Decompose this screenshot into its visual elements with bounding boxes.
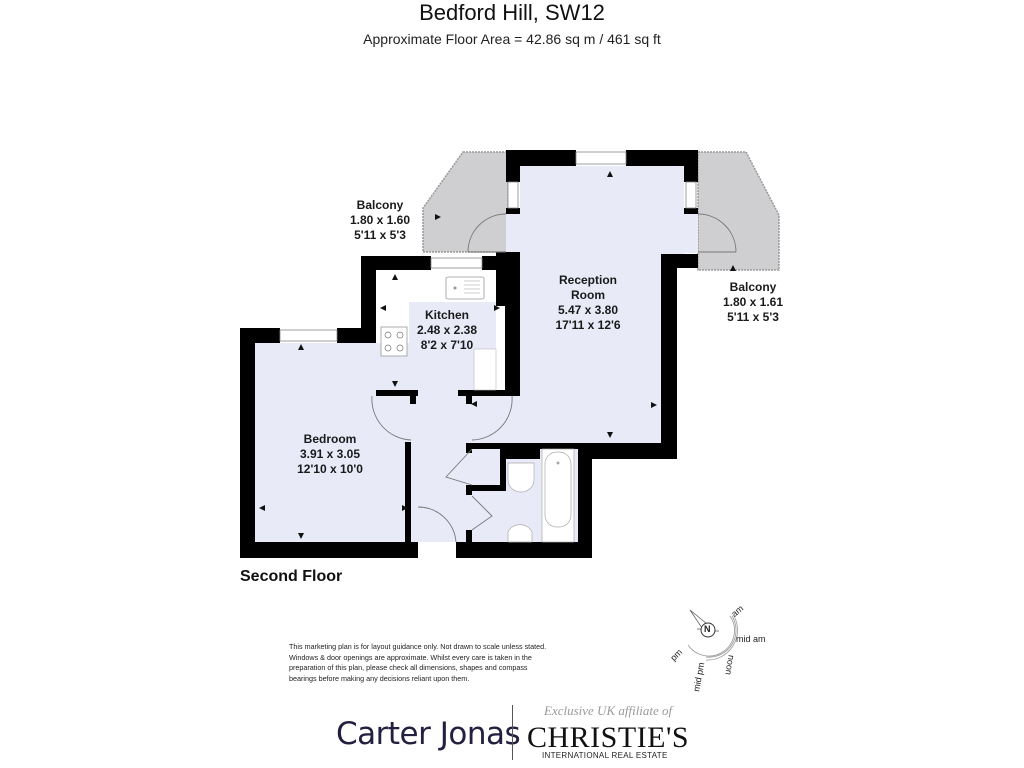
room-imperial: 8'2 x 7'10: [420, 338, 474, 352]
room-metric: 3.91 x 3.05: [299, 447, 361, 461]
bedroom-label: Bedroom 3.91 x 3.05 12'10 x 10'0: [280, 432, 380, 477]
room-metric: 1.80 x 1.61: [722, 295, 784, 309]
room-imperial: 5'11 x 5'3: [727, 310, 779, 324]
branding-divider: [512, 705, 513, 760]
room-metric: 5.47 x 3.80: [557, 303, 619, 317]
balcony-left-area: [422, 151, 509, 253]
room-name: Balcony: [729, 280, 777, 294]
affiliate-tagline: Exclusive UK affiliate of: [544, 703, 673, 718]
balcony-right-label: Balcony 1.80 x 1.61 5'11 x 5'3: [708, 280, 798, 325]
windows: [279, 151, 697, 342]
christies-subtitle: INTERNATIONAL REAL ESTATE: [542, 751, 668, 760]
room-name-line1: Reception: [558, 273, 617, 287]
dimension-arrows: [259, 171, 736, 539]
room-imperial: 17'11 x 12'6: [555, 318, 621, 332]
compass-rose: [687, 609, 738, 661]
door-swings: [371, 213, 737, 543]
room-name-line2: Room: [571, 288, 605, 302]
balcony-left-door-opening: [506, 213, 520, 253]
bathroom-fittings: [507, 448, 575, 543]
room-metric: 2.48 x 2.38: [416, 323, 478, 337]
room-metric: 1.80 x 1.60: [349, 213, 411, 227]
floor-area-subtitle: Approximate Floor Area = 42.86 sq m / 46…: [363, 31, 661, 47]
reception-room-area: [520, 166, 684, 443]
room-name: Bedroom: [303, 432, 357, 446]
compass-label-mid-am: mid am: [736, 634, 766, 644]
compass-north-label: N: [704, 624, 711, 634]
room-name: Balcony: [356, 198, 404, 212]
kitchen-label: Kitchen 2.48 x 2.38 8'2 x 7'10: [402, 308, 492, 353]
reception-room-label: Reception Room 5.47 x 3.80 17'11 x 12'6: [538, 273, 638, 333]
room-imperial: 12'10 x 10'0: [297, 462, 363, 476]
christies-logo: CHRISTIE'S: [527, 721, 690, 754]
walls: [240, 150, 698, 558]
room-name: Kitchen: [424, 308, 469, 322]
carter-jonas-logo: Carter Jonas: [336, 716, 521, 752]
kitchen-fittings: [380, 276, 497, 391]
disclaimer-text: This marketing plan is for layout guidan…: [289, 642, 547, 683]
floor-level-label: Second Floor: [240, 568, 343, 585]
plan-title: Bedford Hill, SW12: [419, 0, 605, 25]
balcony-left-label: Balcony 1.80 x 1.60 5'11 x 5'3: [340, 198, 420, 243]
bedroom-area: [255, 343, 411, 542]
room-imperial: 5'11 x 5'3: [354, 228, 406, 242]
balcony-right-door-opening: [684, 213, 698, 253]
